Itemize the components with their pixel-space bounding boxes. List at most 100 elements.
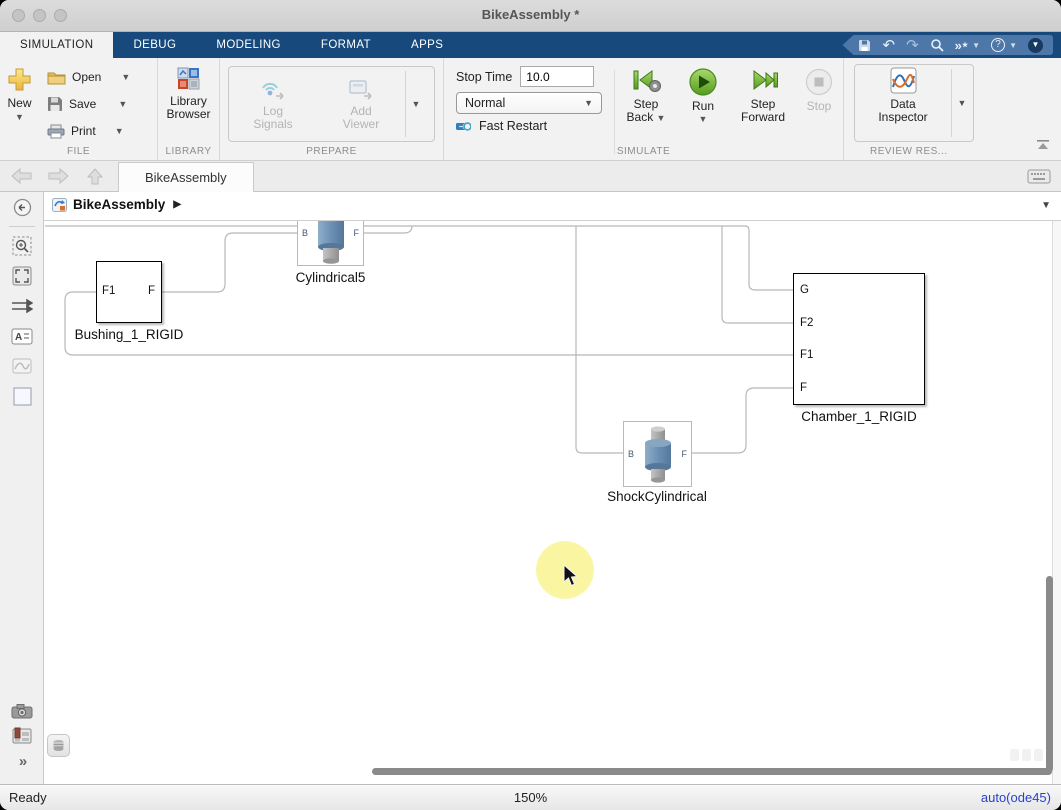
shortcuts-caret-icon[interactable]: ▼ xyxy=(972,40,981,50)
signal-wire[interactable] xyxy=(575,226,623,454)
breadcrumb-caret-icon[interactable]: ▼ xyxy=(1041,200,1051,211)
open-button[interactable]: Open ▼ xyxy=(43,64,134,90)
fit-to-view-icon[interactable] xyxy=(0,261,44,291)
open-folder-icon xyxy=(47,72,66,84)
open-caret-icon[interactable]: ▼ xyxy=(121,71,131,82)
section-label-simulate: SIMULATE xyxy=(616,146,671,157)
back-icon[interactable] xyxy=(8,165,34,187)
block-bushing-1-rigid[interactable]: F1 F xyxy=(96,261,162,323)
simulation-mode-value: Normal xyxy=(465,96,506,110)
new-caret-icon[interactable]: ▼ xyxy=(15,112,24,122)
section-review-results: Data Inspector ▼ REVIEW RES... xyxy=(844,58,1059,160)
block-label-chamber[interactable]: Chamber_1_RIGID xyxy=(801,409,917,424)
document-tab-bikeassembly[interactable]: BikeAssembly xyxy=(118,162,254,192)
forward-icon[interactable] xyxy=(46,165,72,187)
add-viewer-label-1: Add xyxy=(350,103,372,118)
solver-link[interactable]: auto(ode45) xyxy=(980,790,1051,805)
model-data-badge[interactable] xyxy=(47,734,70,757)
redo-icon[interactable]: ↷ xyxy=(906,36,919,54)
tab-simulation[interactable]: SIMULATION xyxy=(0,32,114,58)
undo-icon[interactable]: ↶ xyxy=(882,36,896,54)
signal-wire[interactable] xyxy=(721,226,793,324)
print-caret-icon[interactable]: ▼ xyxy=(114,125,124,136)
print-button[interactable]: Print ▼ xyxy=(43,118,134,144)
keyboard-shortcuts-icon[interactable] xyxy=(1027,169,1051,189)
data-inspector-icon xyxy=(890,67,916,94)
stop-button[interactable]: Stop xyxy=(795,64,843,160)
model-browser-icon[interactable] xyxy=(12,727,32,745)
step-back-button[interactable]: Step Back ▼ xyxy=(617,64,675,160)
expand-toolstrip-icon[interactable]: ▼ xyxy=(1028,37,1043,53)
help-caret-icon[interactable]: ▼ xyxy=(1009,40,1017,50)
horizontal-scrollbar[interactable] xyxy=(372,768,1052,775)
tab-debug[interactable]: DEBUG xyxy=(133,39,177,51)
stop-label: Stop xyxy=(806,99,832,113)
simulation-mode-dropdown[interactable]: Normal ▼ xyxy=(456,92,602,114)
port-label: F xyxy=(147,285,155,297)
signal-wire[interactable] xyxy=(364,225,413,234)
hide-browser-button[interactable] xyxy=(0,192,44,222)
port-label: F1 xyxy=(800,349,814,361)
step-forward-button[interactable]: Step Forward xyxy=(731,64,795,160)
run-caret-icon[interactable]: ▼ xyxy=(698,114,708,124)
camera-icon[interactable] xyxy=(11,703,33,719)
collapse-ribbon-button[interactable] xyxy=(1035,138,1051,156)
tab-modeling[interactable]: MODELING xyxy=(216,39,281,51)
tab-apps[interactable]: APPS xyxy=(411,39,444,51)
library-browser-button[interactable]: Library Browser xyxy=(158,64,219,123)
new-button[interactable]: New ▼ xyxy=(0,64,39,144)
annotation-icon[interactable]: A xyxy=(0,321,44,351)
close-window-button[interactable] xyxy=(12,9,25,22)
signal-wire[interactable] xyxy=(64,291,793,356)
signal-wire[interactable] xyxy=(162,232,297,293)
fast-restart-toggle[interactable]: Fast Restart xyxy=(456,119,602,133)
step-forward-label-1: Step xyxy=(750,97,776,111)
vertical-scrollbar[interactable] xyxy=(1046,576,1053,772)
step-forward-label-2: Forward xyxy=(740,110,785,124)
expand-palette-icon[interactable]: » xyxy=(18,753,27,770)
title-bar: BikeAssembly * xyxy=(0,0,1061,32)
prepare-gallery-caret-icon[interactable]: ▼ xyxy=(411,98,421,109)
model-canvas[interactable]: B F Cylindrical5 F1 F Bushing_1_RIGID G … xyxy=(44,221,1052,784)
up-icon[interactable] xyxy=(84,165,108,187)
block-label-bushing[interactable]: Bushing_1_RIGID xyxy=(74,327,184,342)
area-box-icon[interactable] xyxy=(0,381,44,411)
image-annotation-icon[interactable] xyxy=(0,351,44,381)
shortcuts-icon[interactable]: »★ xyxy=(954,37,969,53)
signal-wires xyxy=(45,225,793,454)
zoom-window-button[interactable] xyxy=(54,9,67,22)
data-inspector-button[interactable]: Data Inspector xyxy=(855,65,951,141)
signal-wire[interactable] xyxy=(45,225,793,291)
save-icon[interactable] xyxy=(858,39,871,52)
save-button[interactable]: Save ▼ xyxy=(43,91,134,117)
canvas-corner-widget xyxy=(1010,749,1043,761)
signal-wire[interactable] xyxy=(692,387,793,454)
breadcrumb[interactable]: BikeAssembly ▶ xyxy=(52,197,181,212)
search-icon[interactable] xyxy=(930,38,944,52)
section-library: Library Browser LIBRARY xyxy=(158,58,220,160)
print-icon xyxy=(47,124,65,138)
stop-time-input[interactable] xyxy=(520,66,595,87)
block-label-cylindrical5[interactable]: Cylindrical5 xyxy=(295,270,366,285)
add-viewer-button[interactable]: Add Viewer xyxy=(317,67,405,141)
run-button[interactable]: Run ▼ xyxy=(675,64,731,160)
block-label-shock[interactable]: ShockCylindrical xyxy=(607,489,707,504)
quick-access-toolbar: ↶ ↷ »★ ▼ ? ▼ ▼ xyxy=(842,35,1053,55)
save-caret-icon[interactable]: ▼ xyxy=(118,98,128,109)
port-label: F xyxy=(681,449,688,459)
block-cylindrical5[interactable]: B F xyxy=(297,221,364,266)
log-signals-button[interactable]: Log Signals xyxy=(229,67,317,141)
signal-lines-icon[interactable] xyxy=(0,291,44,321)
breadcrumb-bar: BikeAssembly ▶ ▼ xyxy=(44,192,1061,221)
zoom-region-icon[interactable] xyxy=(0,231,44,261)
section-label-library: LIBRARY xyxy=(165,146,212,157)
breadcrumb-model-name[interactable]: BikeAssembly xyxy=(73,197,166,212)
block-chamber-1-rigid[interactable]: G F2 F1 F xyxy=(793,273,925,405)
block-shockcylindrical[interactable]: B F xyxy=(623,421,692,487)
new-icon xyxy=(8,68,31,91)
help-icon[interactable]: ? xyxy=(991,38,1006,52)
minimize-window-button[interactable] xyxy=(33,9,46,22)
data-inspector-caret-icon[interactable]: ▼ xyxy=(957,97,967,108)
tab-format[interactable]: FORMAT xyxy=(320,39,371,51)
document-bar: BikeAssembly xyxy=(0,161,1061,192)
